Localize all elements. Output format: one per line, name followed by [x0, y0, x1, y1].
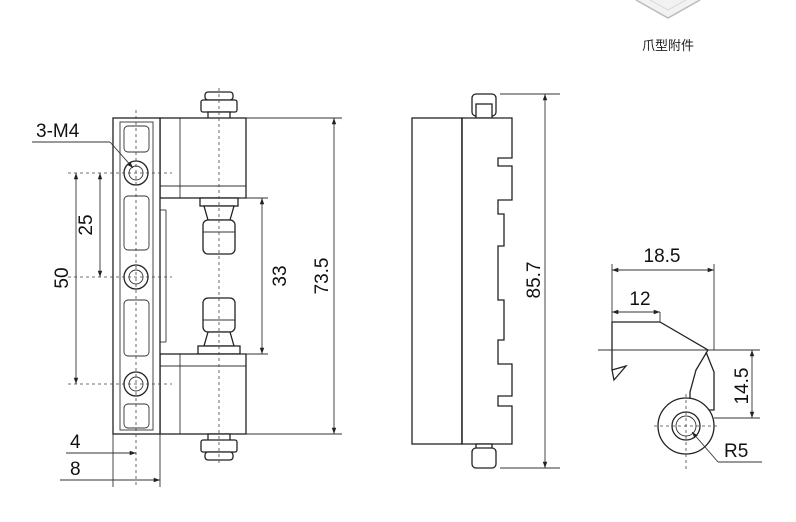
dim-total-height-side: 85.7 [524, 262, 545, 299]
front-view [68, 88, 247, 485]
accessory-caption: 爪型附件 [642, 39, 694, 54]
dim-claw-radius: R5 [724, 441, 748, 462]
side-view [411, 93, 513, 469]
side-dimensions: 85.7 [500, 93, 560, 469]
dim-claw-inner: 12 [629, 289, 650, 310]
dim-pitch: 25 [76, 214, 97, 235]
dim-span: 50 [52, 267, 73, 288]
dim-claw-height: 14.5 [732, 368, 753, 405]
dim-total-height-front: 73.5 [312, 258, 333, 295]
dim-claw-width: 18.5 [644, 246, 681, 267]
dim-gap: 33 [270, 265, 291, 286]
claw-accessory-icon [635, 0, 701, 19]
thread-callout: 3-M4 [36, 121, 80, 142]
dim-edge: 4 [70, 432, 81, 453]
front-dimensions: 3-M4 25 50 33 73.5 4 8 [32, 117, 342, 487]
claw-dimensions: 18.5 12 14.5 R5 [598, 246, 762, 463]
dim-width: 8 [70, 459, 81, 480]
claw-view [611, 321, 720, 470]
